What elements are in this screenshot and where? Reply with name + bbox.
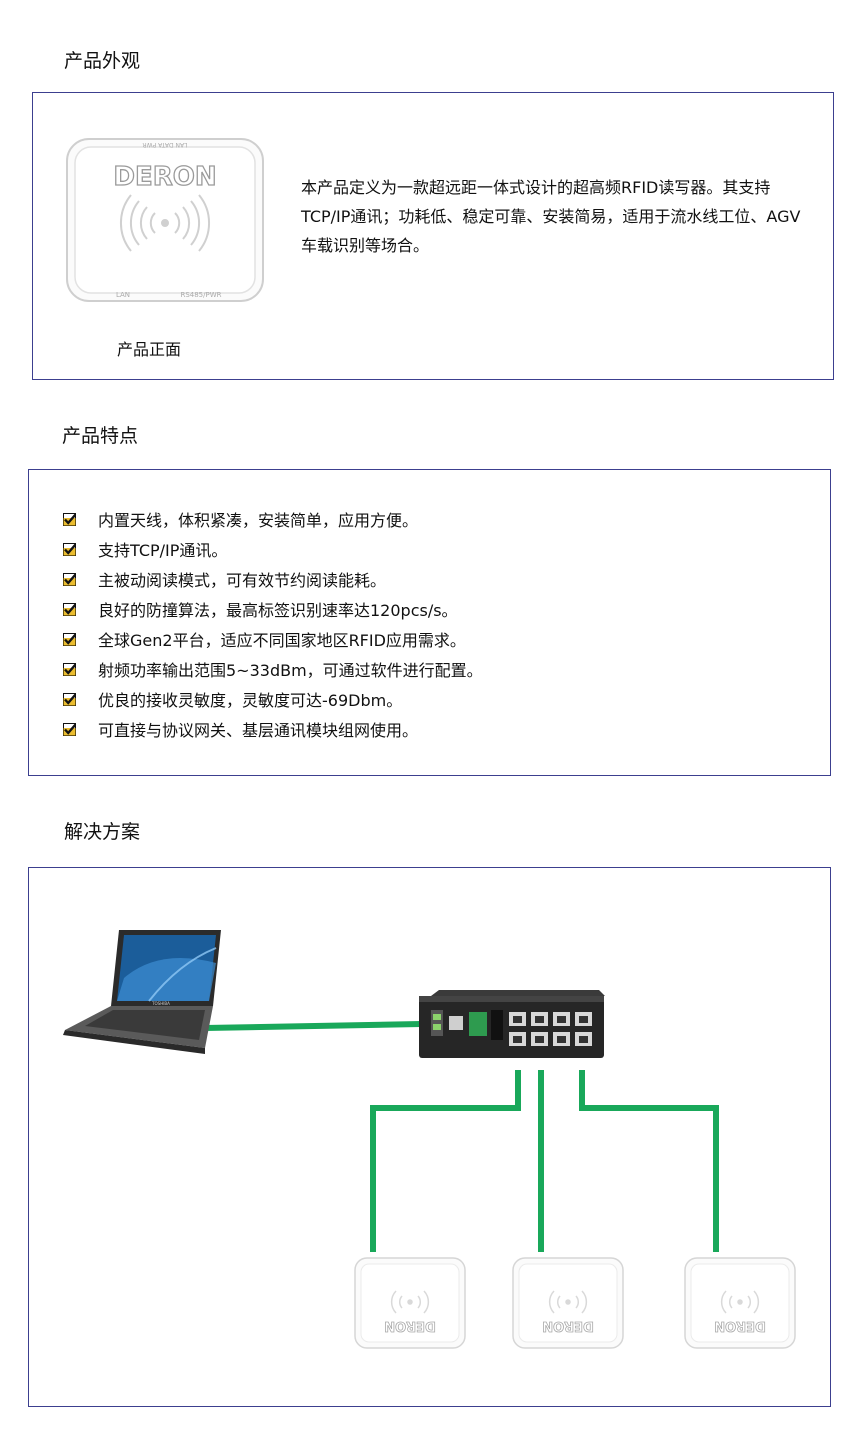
industrial-switch-image	[419, 990, 605, 1058]
feature-item: 射频功率输出范围5~33dBm，可通过软件进行配置。	[63, 654, 483, 684]
appearance-box: LAN DATA PWR DERON LAN RS485/PWR 产品正面 本产…	[32, 92, 834, 380]
section-title-appearance: 产品外观	[64, 50, 141, 72]
checkbox-check-icon	[63, 512, 76, 526]
reader-bottom-left-label: LAN	[116, 291, 130, 299]
feature-text: 内置天线，体积紧凑，安装简单，应用方便。	[98, 511, 419, 530]
checkbox-check-icon	[63, 722, 76, 736]
reader-right-wave-icon	[720, 1290, 760, 1314]
feature-item: 优良的接收灵敏度，灵敏度可达-69Dbm。	[63, 684, 483, 714]
reader-front-image: LAN DATA PWR DERON LAN RS485/PWR	[66, 138, 264, 302]
reader-middle-wave-icon	[548, 1290, 588, 1314]
cable-laptop-switch	[204, 1021, 422, 1031]
reader-image-right: DERON	[684, 1257, 796, 1349]
reader-middle-logo: DERON	[542, 1318, 594, 1333]
checkbox-check-icon	[63, 632, 76, 646]
reader-top-label: LAN DATA PWR	[142, 141, 187, 148]
feature-text: 全球Gen2平台，适应不同国家地区RFID应用需求。	[98, 631, 466, 650]
network-cables	[204, 1021, 719, 1252]
rfid-wave-icon	[120, 194, 210, 252]
reader-image-left: DERON	[354, 1257, 466, 1349]
laptop-brand: TOSHIBA	[151, 1001, 170, 1006]
feature-item: 可直接与协议网关、基层通讯模块组网使用。	[63, 714, 483, 744]
feature-text: 良好的防撞算法，最高标签识别速率达120pcs/s。	[98, 601, 458, 620]
section-title-features: 产品特点	[62, 425, 139, 447]
features-box: 内置天线，体积紧凑，安装简单，应用方便。支持TCP/IP通讯。主被动阅读模式，可…	[28, 469, 831, 776]
feature-text: 射频功率输出范围5~33dBm，可通过软件进行配置。	[98, 661, 483, 680]
reader-bottom-right-label: RS485/PWR	[180, 291, 221, 299]
feature-text: 可直接与协议网关、基层通讯模块组网使用。	[98, 721, 419, 740]
cable-switch-reader-left	[370, 1070, 521, 1252]
feature-text: 主被动阅读模式，可有效节约阅读能耗。	[98, 571, 387, 590]
reader-right-logo: DERON	[714, 1318, 766, 1333]
feature-list: 内置天线，体积紧凑，安装简单，应用方便。支持TCP/IP通讯。主被动阅读模式，可…	[63, 504, 483, 744]
laptop-image: TOSHIBA	[63, 930, 221, 1054]
product-description: 本产品定义为一款超远距一体式设计的超高频RFID读写器。其支持TCP/IP通讯；…	[301, 178, 801, 255]
checkbox-check-icon	[63, 692, 76, 706]
section-title-solution: 解决方案	[64, 821, 141, 843]
feature-item: 内置天线，体积紧凑，安装简单，应用方便。	[63, 504, 483, 534]
solution-diagram: TOSHIBA	[63, 930, 796, 1349]
reader-logo: DERON	[113, 162, 216, 192]
checkbox-check-icon	[63, 542, 76, 556]
feature-text: 支持TCP/IP通讯。	[98, 541, 228, 560]
feature-text: 优良的接收灵敏度，灵敏度可达-69Dbm。	[98, 691, 403, 710]
feature-item: 良好的防撞算法，最高标签识别速率达120pcs/s。	[63, 594, 483, 624]
feature-item: 支持TCP/IP通讯。	[63, 534, 483, 564]
checkbox-check-icon	[63, 602, 76, 616]
front-caption: 产品正面	[117, 340, 182, 359]
reader-left-wave-icon	[390, 1290, 430, 1314]
solution-box: TOSHIBA	[28, 867, 831, 1407]
checkbox-check-icon	[63, 572, 76, 586]
reader-left-logo: DERON	[384, 1318, 436, 1333]
checkbox-check-icon	[63, 662, 76, 676]
reader-image-middle: DERON	[512, 1257, 624, 1349]
feature-item: 全球Gen2平台，适应不同国家地区RFID应用需求。	[63, 624, 483, 654]
feature-item: 主被动阅读模式，可有效节约阅读能耗。	[63, 564, 483, 594]
cable-switch-reader-right	[579, 1070, 719, 1252]
